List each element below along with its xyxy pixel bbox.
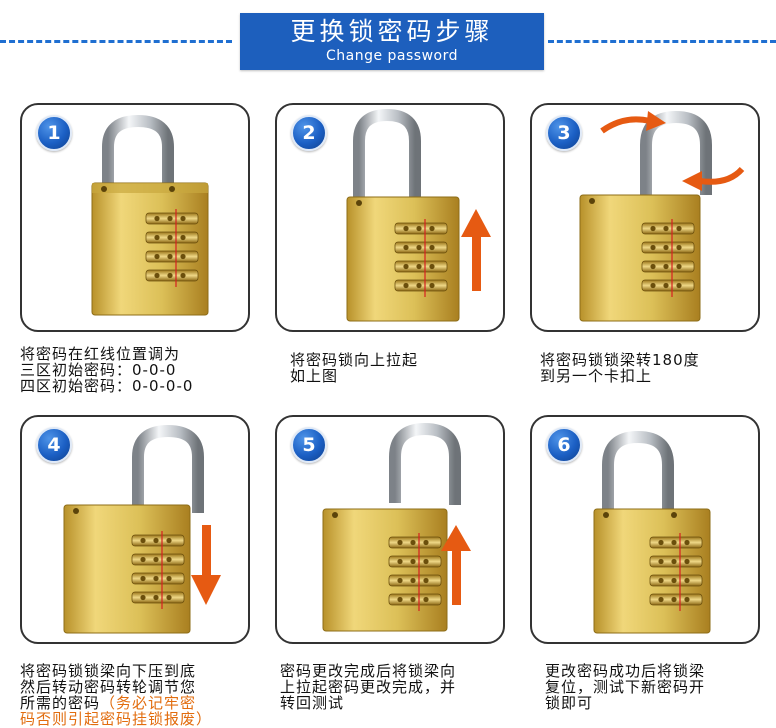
- padlock-pulled-up-image: [346, 108, 491, 322]
- step-number-badge: 3: [546, 115, 582, 151]
- step-number-badge: 6: [546, 427, 582, 463]
- title-banner: 更换锁密码步骤 Change password: [240, 13, 544, 70]
- page-title: 更换锁密码步骤: [290, 17, 494, 46]
- step-caption-6: 更改密码成功后将锁梁 复位，测试下新密码开 锁即可: [545, 662, 706, 712]
- header-dashed-line-left: [0, 40, 232, 43]
- padlock-pulled-up-test-image: [322, 422, 471, 632]
- padlock-closed-image: [91, 114, 209, 316]
- warning-text: （务必记牢密: [100, 694, 197, 712]
- arrow-up-icon: [461, 209, 491, 291]
- step-card-3: 3: [530, 103, 760, 332]
- step-caption-2: 将密码锁向上拉起 如上图: [290, 351, 419, 385]
- arrow-down-icon: [191, 525, 221, 605]
- step-number-badge: 1: [36, 115, 72, 151]
- padlock-pressed-down-image: [63, 424, 221, 634]
- padlock-reset-image: [593, 430, 711, 634]
- step-number-badge: 4: [36, 427, 72, 463]
- rotate-arrow-icon: [600, 111, 745, 191]
- step-caption-3: 将密码锁锁梁转180度 到另一个卡扣上: [540, 351, 700, 385]
- warning-text-cont: 码否则引起密码挂锁报废）: [20, 710, 213, 728]
- step-caption-4: 将密码锁锁梁向下压到底 然后转动密码转轮调节您 所需的密码（务必记牢密 码否则引…: [20, 662, 213, 728]
- step-card-4: 4: [20, 415, 250, 644]
- page-subtitle: Change password: [325, 48, 459, 64]
- step-card-6: 6: [530, 415, 760, 644]
- step-number-badge: 5: [291, 427, 327, 463]
- header-dashed-line-right: [548, 40, 776, 43]
- step-card-1: 1: [20, 103, 250, 332]
- step-caption-1: 将密码在红线位置调为 三区初始密码：0-0-0 四区初始密码：0-0-0-0: [20, 345, 194, 395]
- arrow-up-icon: [441, 525, 471, 605]
- padlock-rotated-image: [579, 110, 745, 322]
- step-card-5: 5: [275, 415, 505, 644]
- step-caption-5: 密码更改完成后将锁梁向 上拉起密码更改完成，并 转回测试: [280, 662, 457, 712]
- step-number-badge: 2: [291, 115, 327, 151]
- step-card-2: 2: [275, 103, 505, 332]
